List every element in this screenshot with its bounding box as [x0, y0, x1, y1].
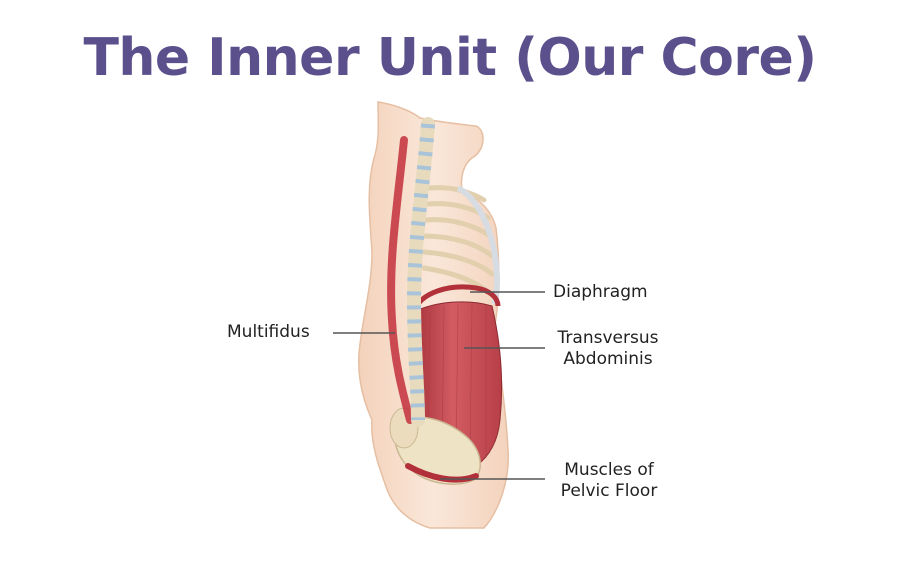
transversus-label-line1: Transversus	[557, 328, 659, 348]
pelvic-floor-label: Muscles of Pelvic Floor	[547, 460, 671, 502]
transversus-label-line2: Abdominis	[563, 349, 653, 369]
page-title: The Inner Unit (Our Core)	[83, 28, 817, 88]
sternum	[456, 185, 500, 305]
pelvic-label-line2: Pelvic Floor	[560, 481, 658, 501]
diaphragm-label: Diaphragm	[553, 282, 648, 302]
multifidus	[387, 136, 414, 424]
diaphragm	[411, 284, 501, 313]
pelvic-label-line1: Muscles of	[564, 460, 654, 480]
multifidus-label: Multifidus	[227, 322, 310, 342]
transversus-abdominis-label: Transversus Abdominis	[547, 328, 669, 370]
spine	[406, 117, 435, 427]
